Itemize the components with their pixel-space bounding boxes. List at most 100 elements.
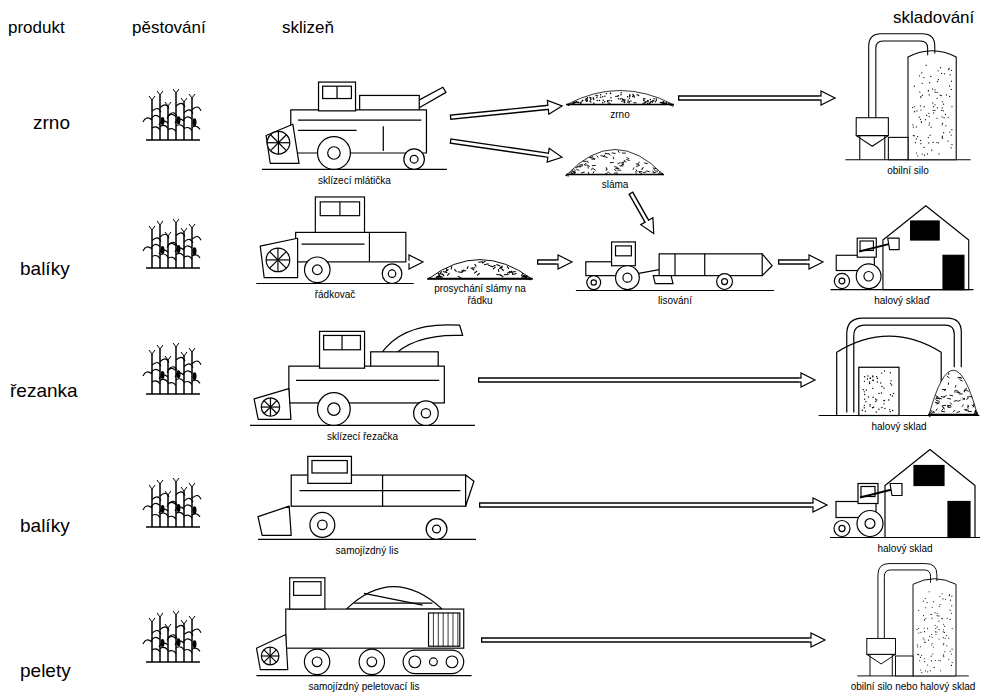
straw-stroke [636,164,640,165]
stipple-dot [923,147,924,148]
arrow-shaft-inner [451,141,549,155]
line-art [160,480,163,484]
straw-stroke [436,276,441,277]
machine-illustration [258,452,476,542]
line-art [184,487,187,491]
stipple-dot [941,73,942,74]
line-art [895,656,913,676]
straw-stroke [458,276,461,278]
stipple-dot [922,83,923,84]
grain-dot [666,102,668,104]
flow-arrow [479,498,827,512]
grain-dot [670,104,672,106]
stipple-dot [866,389,867,390]
stipple-dot [920,632,921,633]
stipple-dot [928,113,929,114]
stipple-dot [920,105,921,106]
stipple-dot [943,655,944,656]
arrow-joint [811,504,816,507]
grain-dot [643,100,645,102]
stipple-dot [951,70,952,71]
stipple-dot [884,408,885,409]
straw-stroke [584,164,586,166]
machine-caption: zrno [610,109,629,121]
stipple-dot [936,631,937,632]
stipple-dot [935,628,936,629]
straw-stroke [626,159,630,160]
grain-dot [573,102,575,104]
stipple-dot [938,70,939,71]
grain-dot [569,104,571,106]
stipple-dot [869,383,870,384]
grain-dot [580,102,582,104]
line-art [173,343,176,347]
line-art [270,252,287,269]
column-heading: sklizeň [282,18,334,38]
grain-dot [573,102,575,104]
stipple-dot [918,654,919,655]
line-art [319,82,356,111]
stipple-dot [941,618,942,619]
straw-stroke [618,151,620,153]
stipple-dot [889,409,890,410]
straw-stroke [975,410,976,412]
arrow-joint [819,97,824,100]
line-art [160,91,163,95]
line-art [310,512,335,537]
line-art [149,350,152,354]
machine-caption: samojízdný peletovací lis [308,681,419,693]
leaf [192,380,200,383]
leaf [175,507,184,511]
line-art [320,331,365,368]
stipple-dot [948,117,949,118]
straw-stroke [955,385,957,387]
line-art [192,616,195,620]
grain-dot [629,101,631,103]
leaf [143,372,152,376]
stipple-dot [949,594,950,595]
stipple-dot [920,109,921,110]
stipple-dot [949,595,950,596]
straw-stroke [593,171,594,173]
straw-stroke [928,415,931,417]
straw-stroke [936,400,940,402]
stipple-dot [948,69,949,70]
line-art [262,169,447,170]
leaf [192,255,200,258]
straw-stroke [614,173,618,174]
stipple-dot [933,106,934,107]
label-slot: balíky [20,258,70,280]
leaf [151,503,160,507]
machine-illustration [575,236,775,292]
straw-stroke [962,405,964,407]
grain-dot [586,100,588,102]
straw-stroke [929,412,931,414]
stipple-dot [916,110,917,111]
machine-caption: samojízdný lis [336,545,399,557]
stipple-dot [872,375,873,376]
straw-stroke [948,406,952,408]
stipple-dot [946,645,947,646]
stipple-dot [936,142,937,143]
stipple-dot [925,119,926,120]
line-art [261,647,279,665]
straw-stroke [500,266,503,268]
line-art [859,367,899,415]
line-art [149,618,152,622]
straw-stroke [619,165,623,166]
stipple-dot [935,631,936,632]
grain-dot [642,103,644,105]
line-art [184,352,187,356]
line-art [856,264,881,289]
leaf [143,247,152,251]
leaf [184,649,192,652]
grain-dot [665,103,667,105]
straw-stroke [604,157,608,158]
machine-caption: prosychání slámy na řádku [426,283,534,306]
straw-stroke [467,266,468,269]
stipple-dot [951,653,952,654]
straw-stroke [659,173,663,175]
line-art [837,336,941,415]
stipple-dot [943,637,944,638]
